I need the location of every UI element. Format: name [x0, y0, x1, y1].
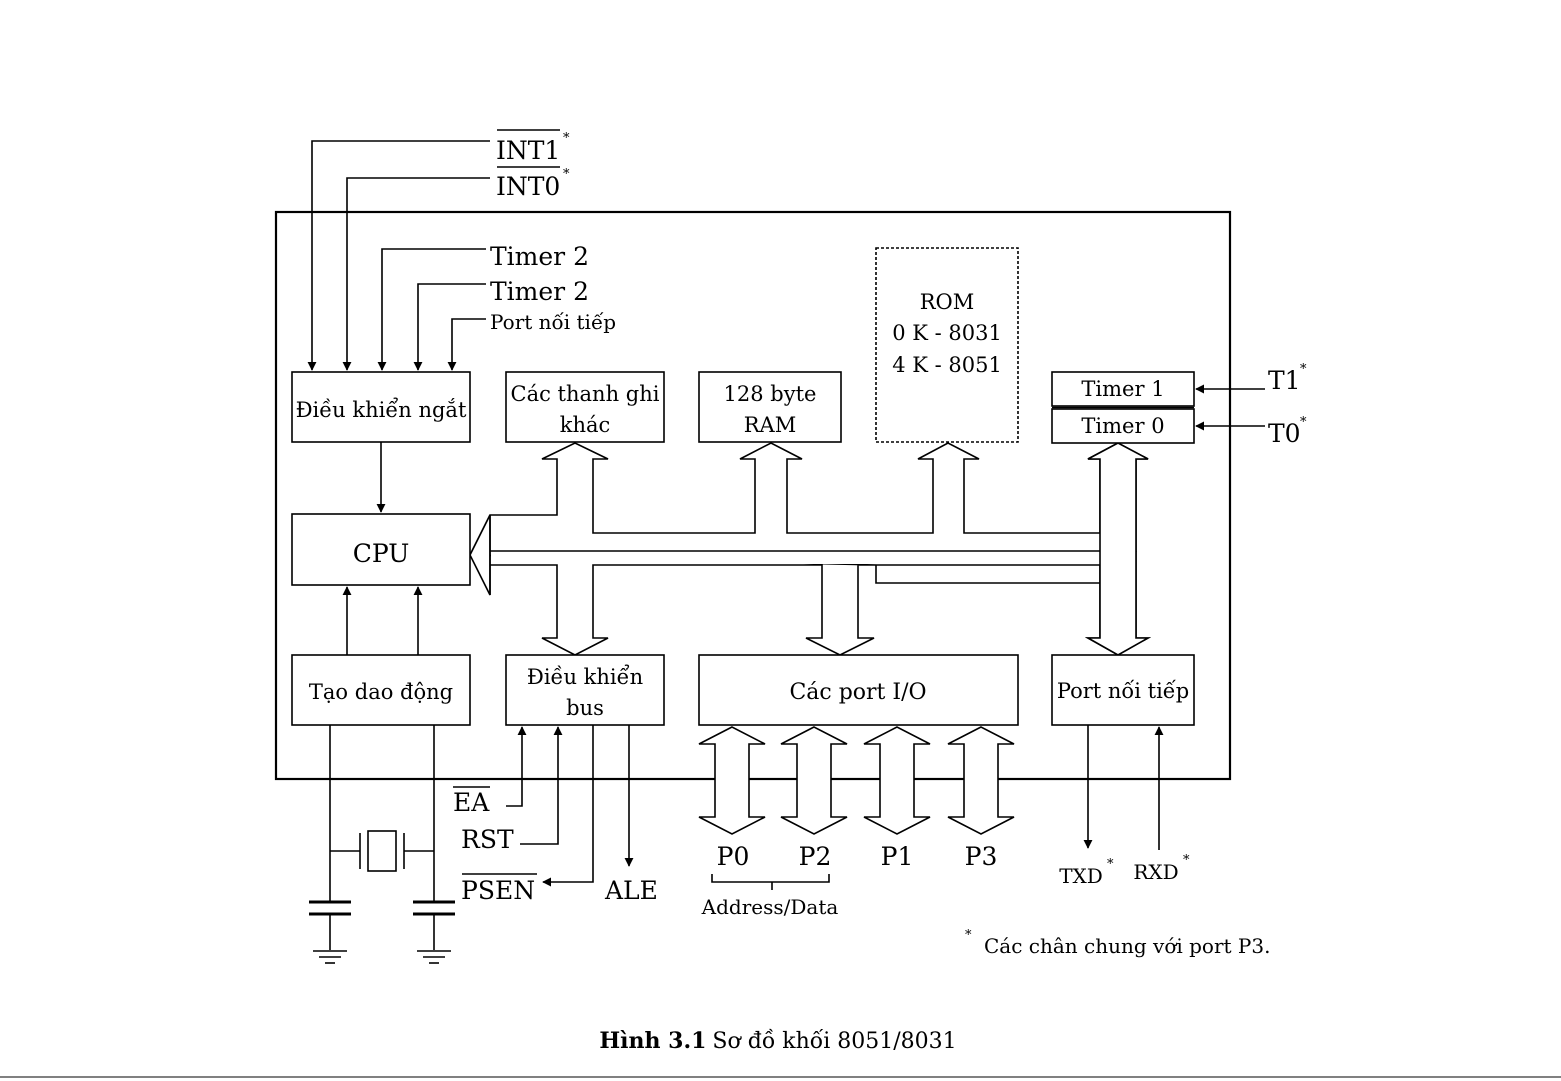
p3-arrow — [947, 726, 1015, 835]
serial-port-block — [1051, 654, 1195, 726]
p0-label: P0 — [717, 842, 750, 871]
int1-mark: * — [563, 131, 570, 146]
rom-label-3: 4 K - 8051 — [892, 353, 1002, 377]
other-registers-label-1: Các thanh ghi — [511, 382, 660, 406]
figure-caption-text: Sơ đồ khối 8051/8031 — [712, 1028, 956, 1054]
address-data-label: Address/Data — [701, 895, 839, 919]
rxd-label: RXD — [1133, 860, 1178, 884]
upper-bus — [468, 442, 1149, 557]
int0-mark: * — [563, 167, 570, 182]
p0-arrow — [698, 726, 766, 835]
ram-label-1: 128 byte — [724, 382, 817, 406]
internal-bus — [468, 442, 1152, 656]
t0-label: T0 — [1268, 419, 1301, 448]
bus-control-label-2: bus — [566, 696, 604, 720]
timer1-label: Timer 1 — [1081, 377, 1164, 401]
p1-label: P1 — [881, 842, 914, 871]
timer2-a-label: Timer 2 — [490, 242, 589, 271]
footnote-mark: * — [965, 928, 972, 943]
p2-arrow — [780, 726, 848, 835]
address-data-brace — [711, 874, 830, 883]
timer0-label: Timer 0 — [1081, 414, 1164, 438]
timer1-block — [1051, 371, 1195, 407]
lower-bus — [469, 551, 1152, 656]
ram-block — [698, 371, 842, 443]
ea-label: EA — [453, 788, 490, 817]
rom-label-2: 0 K - 8031 — [892, 321, 1002, 345]
rom-block — [875, 247, 1019, 443]
txd-mark: * — [1107, 857, 1114, 872]
crystal-circuit — [309, 725, 455, 964]
bus-control-pins — [506, 725, 634, 887]
bus-control-label-1: Điều khiển — [527, 665, 643, 689]
oscillator-block — [291, 654, 471, 726]
cpu-label: CPU — [353, 539, 410, 568]
interrupt-control-label: Điều khiển ngắt — [296, 398, 467, 422]
interrupt-inputs — [307, 140, 490, 371]
chip-boundary — [274, 210, 1232, 781]
ground-icon — [313, 950, 347, 964]
txd-label: TXD — [1059, 864, 1103, 888]
io-ports-label: Các port I/O — [789, 680, 926, 705]
cpu-block — [291, 513, 471, 586]
other-registers-block — [505, 371, 665, 443]
rst-label: RST — [461, 825, 514, 854]
t1-label: T1 — [1268, 366, 1301, 395]
io-port-arrows — [698, 726, 1015, 835]
int0-label: INT0 — [496, 172, 560, 201]
rxd-mark: * — [1183, 853, 1190, 868]
p3-label: P3 — [965, 842, 998, 871]
figure-caption-label: Hình 3.1 — [599, 1028, 706, 1054]
serial-port-in-label: Port nối tiếp — [490, 310, 616, 334]
footnote: Các chân chung với port P3. — [984, 934, 1270, 958]
other-registers-label-2: khác — [560, 413, 611, 437]
io-ports-block — [698, 654, 1019, 726]
t1-mark: * — [1300, 362, 1307, 377]
oscillator-label: Tạo dao động — [309, 680, 453, 704]
p1-arrow — [863, 726, 931, 835]
psen-label: PSEN — [461, 876, 535, 905]
crystal-icon — [367, 830, 397, 872]
cpu-bus-head — [469, 514, 491, 596]
timer2-b-label: Timer 2 — [490, 277, 589, 306]
serial-port-label: Port nối tiếp — [1057, 679, 1189, 703]
timer0-block — [1051, 408, 1195, 444]
ram-label-2: RAM — [744, 413, 796, 437]
p2-label: P2 — [799, 842, 832, 871]
ale-label: ALE — [604, 876, 658, 905]
ground-icon — [417, 950, 451, 964]
interrupt-control-block — [291, 371, 471, 443]
t0-mark: * — [1300, 415, 1307, 430]
rom-label-1: ROM — [920, 290, 975, 314]
int1-label: INT1 — [496, 136, 560, 165]
bus-control-block — [505, 654, 665, 726]
